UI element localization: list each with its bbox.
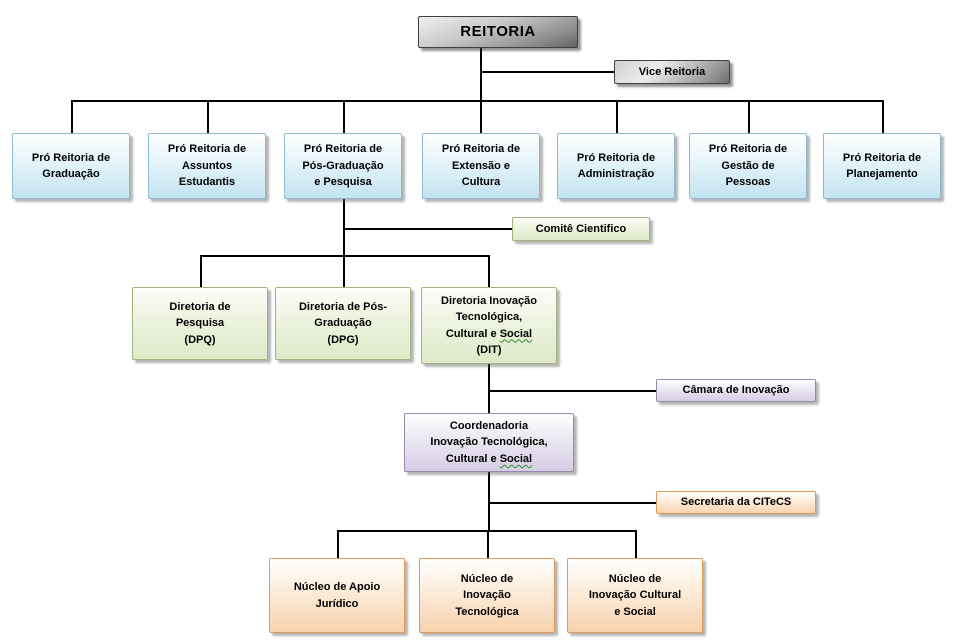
org-node-label: Comitê Cientifico: [535, 222, 627, 235]
org-node-label: REITORIA: [460, 22, 536, 40]
org-node-comite-cientifico: Comitê Cientifico: [512, 217, 650, 241]
org-node-label: Núcleo de Inovação Cultural e Social: [588, 572, 682, 618]
connector-stub: [200, 255, 202, 287]
org-node-label: Pró Reitoria de Extensão e Cultura: [441, 143, 521, 189]
connector-secretaria-horizontal: [488, 502, 656, 504]
org-node-pro-reitoria-extensao-cultura: Pró Reitoria de Extensão e Cultura: [422, 133, 540, 199]
org-node-pro-reitoria-gestao-pessoas: Pró Reitoria de Gestão de Pessoas: [689, 133, 807, 199]
connector-stub: [337, 530, 339, 558]
org-node-pro-reitoria-graduacao: Pró Reitoria de Graduação: [12, 133, 130, 199]
org-node-vice-reitoria: Vice Reitoria: [614, 60, 730, 84]
connector-posgrad-vertical: [343, 199, 345, 255]
connector-diretorias-horizontal: [200, 255, 489, 257]
connector-level1-horizontal: [71, 100, 883, 102]
connector-stub: [635, 530, 637, 558]
connector-stub: [488, 255, 490, 287]
connector-nucleos-horizontal: [337, 530, 635, 532]
org-node-pro-reitoria-administracao: Pró Reitoria de Administração: [557, 133, 675, 199]
connector-camara-horizontal: [488, 390, 656, 392]
org-node-label: Pró Reitoria de Graduação: [31, 151, 111, 181]
connector-stub: [748, 100, 750, 133]
org-node-nucleo-inovacao-cultural-social: Núcleo de Inovação Cultural e Social: [567, 558, 703, 633]
connector-vice-horizontal: [480, 71, 614, 73]
org-node-diretoria-pesquisa-dpq: Diretoria de Pesquisa (DPQ): [132, 287, 268, 360]
connector-stub: [882, 100, 884, 133]
connector-stub: [487, 530, 489, 558]
org-node-label: Núcleo de Apoio Jurídico: [293, 581, 381, 610]
org-node-label: Pró Reitoria de Planejamento: [842, 151, 922, 181]
org-node-label: Vice Reitoria: [638, 65, 706, 78]
org-node-label: Secretaria da CITeCS: [680, 496, 792, 509]
connector-comite-horizontal: [343, 228, 512, 230]
org-node-diretoria-pos-graduacao-dpg: Diretoria de Pós- Graduação (DPG): [275, 287, 411, 360]
org-node-label: Pró Reitoria de Pós-Graduação e Pesquisa: [302, 143, 384, 189]
org-node-camara-inovacao: Câmara de Inovação: [656, 379, 816, 402]
connector-stub: [343, 255, 345, 287]
org-node-label: Pró Reitoria de Gestão de Pessoas: [708, 143, 788, 189]
connector-stub: [343, 100, 345, 133]
org-node-label: Diretoria de Pesquisa (DPQ): [169, 300, 231, 346]
connector-stub: [616, 100, 618, 133]
connector-coordenadoria-vertical: [488, 472, 490, 530]
org-node-reitoria: REITORIA: [418, 16, 578, 48]
connector-dit-vertical: [488, 364, 490, 413]
org-node-nucleo-apoio-juridico: Núcleo de Apoio Jurídico: [269, 558, 405, 633]
org-node-secretaria-citecs: Secretaria da CITeCS: [656, 491, 816, 514]
connector-root-vertical: [480, 48, 482, 133]
org-node-pro-reitoria-pos-graduacao-pesquisa: Pró Reitoria de Pós-Graduação e Pesquisa: [284, 133, 402, 199]
org-node-nucleo-inovacao-tecnologica: Núcleo de Inovação Tecnológica: [419, 558, 555, 633]
connector-stub: [207, 100, 209, 133]
org-node-label: Câmara de Inovação: [682, 384, 790, 397]
org-node-label: Diretoria de Pós- Graduação (DPG): [298, 300, 388, 346]
org-node-pro-reitoria-assuntos-estudantis: Pró Reitoria de Assuntos Estudantis: [148, 133, 266, 199]
org-node-pro-reitoria-planejamento: Pró Reitoria de Planejamento: [823, 133, 941, 199]
org-node-label: Pró Reitoria de Administração: [576, 151, 656, 181]
org-node-label: Núcleo de Inovação Tecnológica: [455, 572, 519, 618]
connector-stub: [71, 100, 73, 133]
org-node-label: Pró Reitoria de Assuntos Estudantis: [167, 143, 247, 189]
